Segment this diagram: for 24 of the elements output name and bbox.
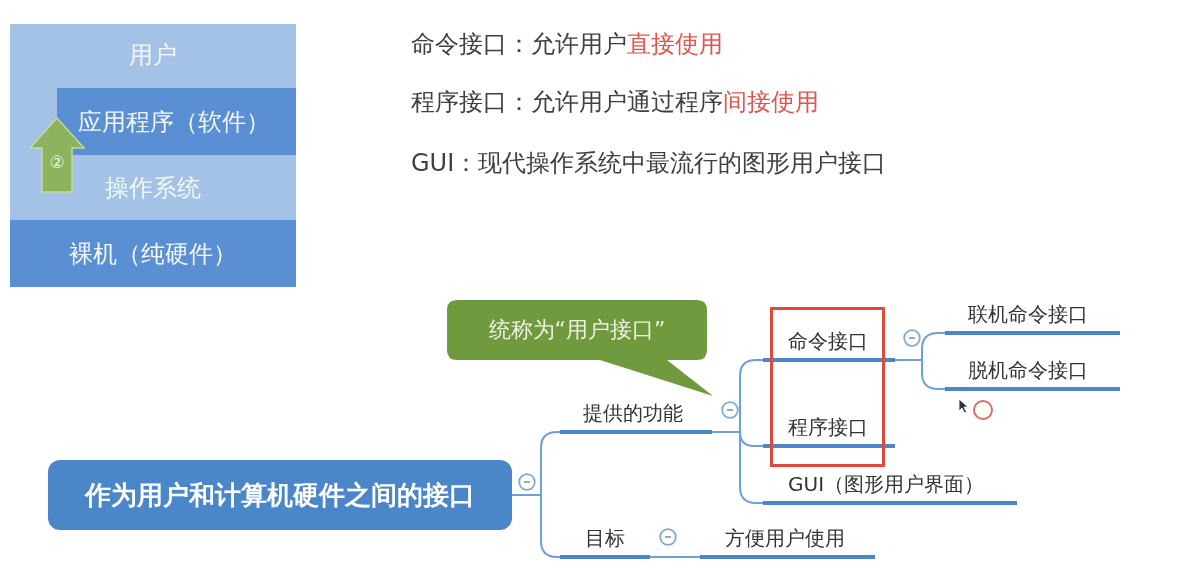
block-arrow: [28, 116, 86, 193]
bubble-text: 统称为“用户接口”: [487, 316, 667, 344]
connector-line: [649, 556, 701, 558]
layer-band: 裸机（纯硬件）: [10, 220, 296, 287]
connector-line: [511, 494, 561, 558]
root-topic-box: 作为用户和计算机硬件之间的接口: [48, 460, 512, 530]
speech-bubble: [447, 300, 715, 398]
connector-line: [894, 359, 946, 390]
note-text: GUI：现代操作系统中最流行的图形用户接口: [411, 148, 887, 178]
topic-label: 命令接口: [763, 325, 895, 362]
note-text: 命令接口：允许用户直接使用: [411, 29, 723, 59]
edge-label: ②: [48, 153, 66, 171]
layer-band: 应用程序（软件）: [57, 88, 296, 155]
topic-label: 联机命令接口: [945, 298, 1120, 335]
connector-line: [711, 431, 764, 504]
topic-label: GUI（图形用户界面）: [763, 468, 1017, 505]
note-text: 程序接口：允许用户通过程序间接使用: [411, 87, 819, 117]
topic-label: 方便用户使用: [700, 522, 875, 559]
layer-band: [10, 24, 296, 155]
topic-label: 提供的功能: [560, 396, 712, 434]
topic-label: 程序接口: [763, 411, 895, 448]
layer-label: 用户: [128, 40, 178, 70]
topic-label: 脱机命令接口: [945, 354, 1120, 391]
topic-label: 目标: [560, 522, 650, 559]
